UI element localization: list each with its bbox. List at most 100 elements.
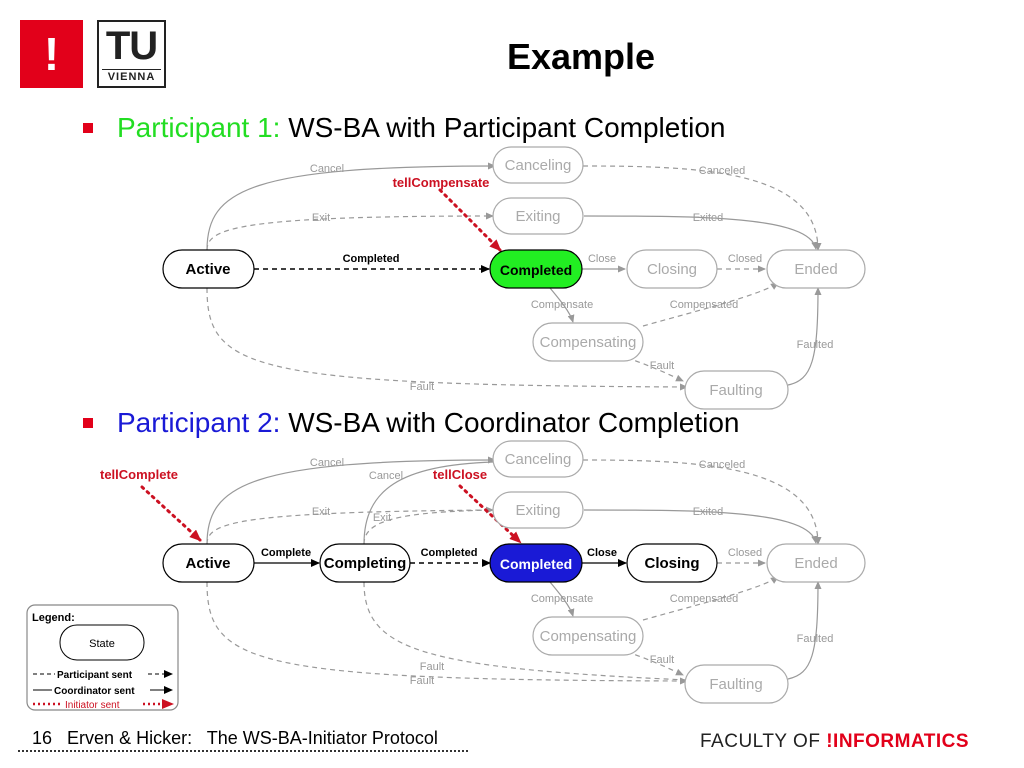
legend-participant-label: Participant sent xyxy=(57,670,133,681)
edge-label-faulted: Faulted xyxy=(797,339,834,351)
tu-vienna-logo: TU VIENNA xyxy=(97,20,166,88)
edge2-label-complete: Complete xyxy=(261,547,311,559)
edge-label-compensate: Compensate xyxy=(531,299,593,311)
initiator-arrow-compensate xyxy=(438,188,502,252)
label2-active: Active xyxy=(185,555,230,572)
state2-compensating xyxy=(532,616,644,656)
edge-exited xyxy=(583,215,819,250)
legend-state-shape xyxy=(59,624,145,661)
diagram-1 xyxy=(162,146,866,410)
participant-2-heading: Participant 2: WS-BA with Coordinator Co… xyxy=(117,407,740,439)
state-completed xyxy=(489,249,583,289)
label2-exiting: Exiting xyxy=(515,502,560,519)
edge2-label-compensate: Compensate xyxy=(531,593,593,605)
state-faulting xyxy=(684,370,789,410)
state-closing xyxy=(626,249,718,289)
diagram-2-edge-labels: Cancel Cancel Exit Exit Complete Complet… xyxy=(261,457,833,687)
edge2-fault xyxy=(617,648,684,676)
participant-1-heading: Participant 1: WS-BA with Participant Co… xyxy=(117,112,725,144)
state2-closing xyxy=(626,543,718,583)
edge2-label-cancel: Cancel xyxy=(310,457,344,469)
initiator-label-compensate: tellCompensate xyxy=(393,175,490,190)
edge-compensate xyxy=(549,287,575,323)
label2-closing: Closing xyxy=(645,555,700,572)
label2-completed: Completed xyxy=(500,556,572,572)
edge2-label-closed: Closed xyxy=(728,547,762,559)
label-compensating: Compensating xyxy=(540,334,637,351)
edge2-label-exited: Exited xyxy=(693,506,724,518)
edge2-label-completed: Completed xyxy=(421,547,478,559)
tu-exclamation-logo: ! xyxy=(20,20,83,88)
edge-label-fault-active: Fault xyxy=(410,381,434,393)
edge-canceled xyxy=(582,165,822,251)
state-compensating xyxy=(532,322,644,362)
legend-coordinator-label: Coordinator sent xyxy=(54,686,135,697)
page-number: 16 xyxy=(32,728,53,748)
participant-2-label: Participant 2: xyxy=(117,407,281,438)
edge-label-close: Close xyxy=(588,253,616,265)
edge-exit xyxy=(206,212,494,251)
edge-fault xyxy=(617,354,684,382)
footer-citation: 16 Erven & Hicker: The WS-BA-Initiator P… xyxy=(32,728,438,749)
diagram-2-state-labels: Active Completing Canceling Exiting Comp… xyxy=(185,451,837,693)
edge2-label-faulted: Faulted xyxy=(797,633,834,645)
edge2-faulted xyxy=(787,581,822,680)
edge-fault-active xyxy=(206,287,688,391)
legend-initiator-label: Initiator sent xyxy=(65,700,120,711)
label2-completing: Completing xyxy=(324,555,407,572)
edge-label-canceled: Canceled xyxy=(699,165,745,177)
edge2-exited xyxy=(583,509,819,544)
edge2-label-close: Close xyxy=(587,547,617,559)
edge2-cancel-completing xyxy=(363,461,494,545)
bullet-1 xyxy=(83,123,93,133)
state2-faulting xyxy=(684,664,789,704)
edge-label-compensated: Compensated xyxy=(670,299,739,311)
state-exiting xyxy=(492,197,584,235)
label-active: Active xyxy=(185,261,230,278)
state-active xyxy=(162,249,255,289)
edge-label-exit: Exit xyxy=(312,212,330,224)
edge2-label-exit-completing: Exit xyxy=(373,512,391,524)
bullet-2 xyxy=(83,418,93,428)
edge2-label-canceled: Canceled xyxy=(699,459,745,471)
initiator-label-close: tellClose xyxy=(433,467,487,482)
slide-title: Example xyxy=(506,36,656,77)
edge-label-exited: Exited xyxy=(693,212,724,224)
label-completed: Completed xyxy=(500,262,572,278)
legend-state-label: State xyxy=(89,638,115,650)
edge-label-fault: Fault xyxy=(650,360,674,372)
informatics-text: !INFORMATICS xyxy=(826,731,970,752)
participant-1-label: Participant 1: xyxy=(117,112,281,143)
edge-compensated xyxy=(642,282,779,327)
edge2-label-cancel-completing: Cancel xyxy=(369,470,403,482)
edge2-label-fault-completing: Fault xyxy=(420,661,444,673)
label-ended: Ended xyxy=(794,261,837,278)
diagram-2 xyxy=(140,440,866,704)
vienna-logo-text: VIENNA xyxy=(102,69,161,83)
edge2-label-compensated: Compensated xyxy=(670,593,739,605)
state-canceling xyxy=(492,146,584,184)
tu-logo-text: TU xyxy=(105,24,158,68)
footer-authors: Erven & Hicker: xyxy=(67,728,193,748)
edge-label-completed: Completed xyxy=(343,253,400,265)
diagram-1-state-labels: Active Canceling Exiting Completed Closi… xyxy=(185,157,837,399)
edge-cancel xyxy=(206,162,496,251)
footer-dotted-rule xyxy=(18,750,468,752)
legend: Legend: State Participant sent Coordinat… xyxy=(26,604,179,711)
state2-canceling xyxy=(492,440,584,478)
label-exiting: Exiting xyxy=(515,208,560,225)
label2-ended: Ended xyxy=(794,555,837,572)
state2-completed xyxy=(489,543,583,583)
edge2-fault-active xyxy=(206,581,688,685)
state2-exiting xyxy=(492,491,584,529)
edge-faulted xyxy=(787,287,822,386)
edge2-label-fault: Fault xyxy=(650,654,674,666)
edge2-fault-completing xyxy=(363,581,688,681)
initiator-arrow-complete xyxy=(140,485,202,542)
state2-completing xyxy=(319,543,411,583)
initiator-label-complete: tellComplete xyxy=(100,467,178,482)
label-closing: Closing xyxy=(647,261,697,278)
edge2-exit-completing xyxy=(363,509,494,545)
edge2-compensated xyxy=(642,576,779,621)
